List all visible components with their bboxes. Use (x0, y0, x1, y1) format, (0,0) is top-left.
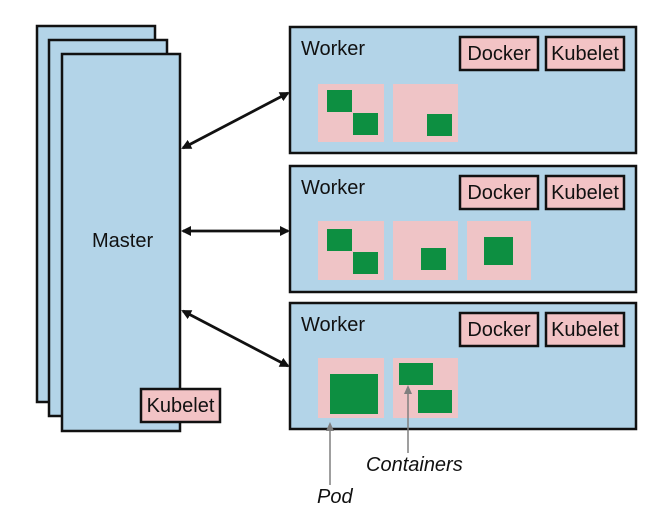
worker-2-pod-1-container-2 (353, 252, 378, 274)
worker-2-docker-label: Docker (467, 181, 531, 204)
worker-3-pod-1-container-1 (330, 374, 378, 414)
containers-annotation: Containers (366, 454, 463, 476)
worker-2-pod-1-container-1 (327, 229, 352, 251)
worker-1-pod-1-container-1 (327, 90, 352, 112)
worker-1-pod-1-container-2 (353, 113, 378, 135)
worker-3-pod-2-container-2 (418, 390, 452, 413)
worker-3-label: Worker (301, 314, 366, 336)
master-worker-1-arrow (181, 91, 290, 150)
worker-2-pod-3-container-1 (484, 237, 513, 265)
worker-1-docker-label: Docker (467, 42, 531, 65)
master-worker-3-arrow (181, 309, 290, 368)
master-kubelet-box (139, 387, 222, 424)
worker-3-pod-2-container-1 (399, 363, 433, 385)
worker-1-kubelet-box (544, 35, 626, 72)
worker-3-kubelet-label: Kubelet (551, 318, 619, 341)
pod-annotation: Pod (317, 486, 353, 508)
worker-1-pod-2-container-1 (427, 114, 452, 136)
worker-2-kubelet-box (544, 174, 626, 211)
master-kubelet-label: Kubelet (146, 394, 215, 417)
worker-3-kubelet-box (544, 311, 626, 348)
worker-2-label: Worker (301, 177, 366, 199)
worker-2-docker-box (458, 174, 540, 211)
worker-3-docker-label: Docker (467, 318, 531, 341)
containers-pointer-arrowhead (404, 385, 412, 394)
master-label: Master (92, 230, 154, 252)
worker-1-kubelet-label: Kubelet (551, 42, 619, 65)
worker-2-kubelet-label: Kubelet (551, 181, 619, 204)
master-panel-front (60, 52, 182, 433)
worker-3-docker-box (458, 311, 540, 348)
worker-1-docker-box (458, 35, 540, 72)
pod-pointer-arrowhead (326, 422, 334, 431)
worker-1-label: Worker (301, 38, 366, 60)
worker-2-pod-2-container-1 (421, 248, 446, 270)
